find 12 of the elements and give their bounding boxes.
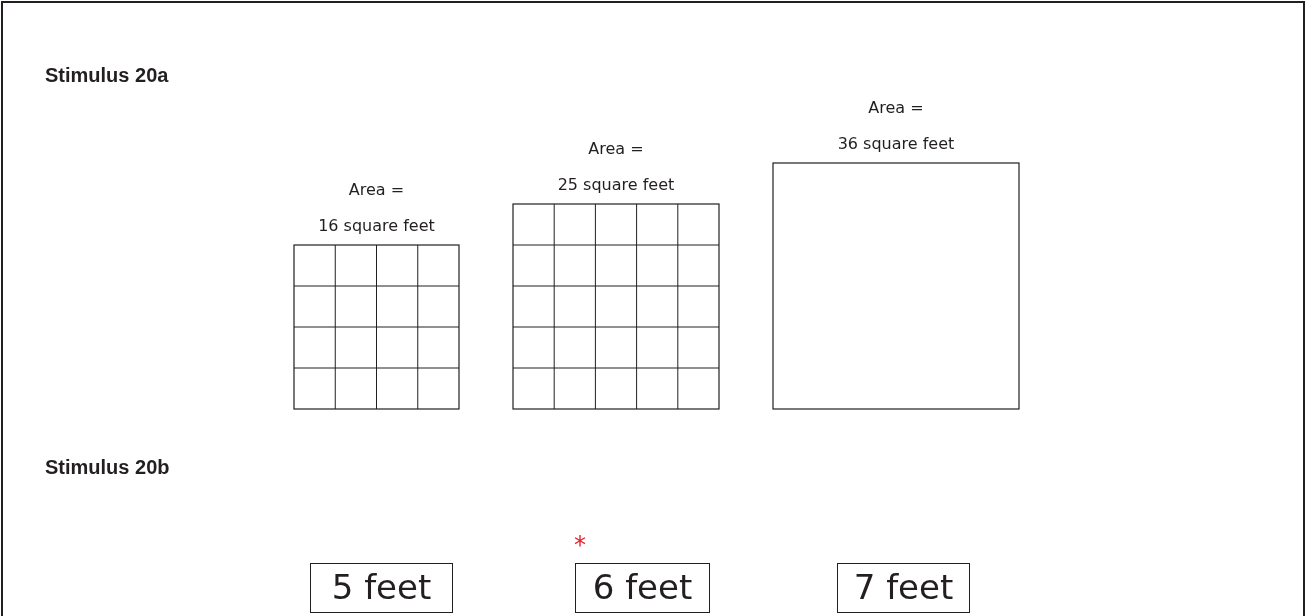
area-label: Area = [867,97,925,119]
area-label: 25 square feet [556,174,676,196]
area-label: 36 square feet [836,133,956,155]
area-label: Area = [347,179,406,201]
correct-answer-mark: * [574,533,586,557]
answer-option: 6 feet [575,563,710,613]
section-heading: Stimulus 20a [45,64,169,87]
answer-option: 5 feet [310,563,453,613]
answer-option: 7 feet [837,563,970,613]
section-heading: Stimulus 20b [45,456,170,479]
area-label: 16 square feet [317,215,436,237]
area-label: Area = [587,138,645,160]
